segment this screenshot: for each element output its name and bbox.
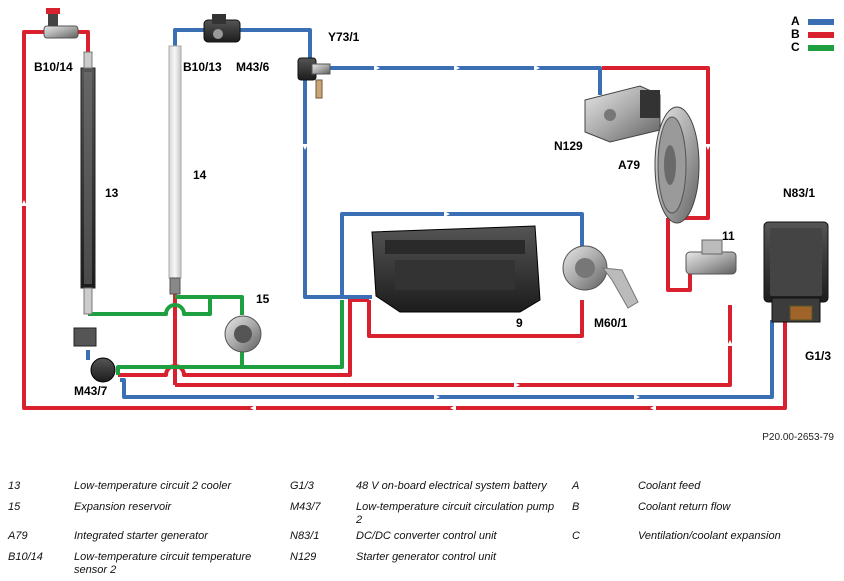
legend-swatch-c [808, 45, 834, 51]
label-n83-1: N83/1 [783, 186, 816, 200]
key-code: 15 [8, 501, 21, 513]
key-description: Low-temperature circuit circulation pump… [356, 501, 555, 526]
generator-a79 [654, 106, 700, 224]
key-description: Low-temperature circuit 2 cooler [74, 480, 232, 492]
label-m43-7: M43/7 [74, 384, 108, 398]
legend-swatch-a [808, 19, 834, 25]
label-14: 14 [193, 168, 207, 182]
label-b10-14: B10/14 [34, 60, 73, 74]
key-code: A79 [8, 530, 28, 542]
key-description: 48 V on-board electrical system battery [356, 480, 547, 492]
valve-y73-1 [297, 57, 331, 99]
key-code: N129 [290, 551, 317, 563]
key-code: A [572, 480, 580, 492]
label-13: 13 [105, 186, 119, 200]
label-11: 11 [722, 229, 735, 243]
label-g1-3: G1/3 [805, 349, 832, 363]
reservoir-15 [224, 315, 262, 353]
unit-n129 [584, 85, 661, 143]
key-description: Coolant return flow [638, 501, 731, 513]
key-code: M43/7 [290, 501, 321, 513]
label-m43-6: M43/6 [236, 60, 270, 74]
converter-n83-1 [763, 221, 829, 323]
cooler-13 [80, 51, 96, 315]
legend-key-b: B [791, 27, 800, 41]
label-15: 15 [256, 292, 270, 306]
expansion-lines [88, 295, 344, 375]
key-description: Starter generator control unit [356, 551, 497, 563]
manifold-9 [371, 225, 541, 313]
coolant-circuit-diagram [21, 8, 829, 411]
legend-key-c: C [791, 40, 800, 54]
key-description: DC/DC converter control unit [356, 530, 497, 542]
label-a79: A79 [618, 158, 641, 172]
key-code: B10/14 [8, 551, 43, 563]
key-description: Ventilation/coolant expansion [638, 530, 781, 542]
turbo-m60-1 [562, 245, 639, 309]
tube-14 [168, 45, 182, 295]
label-y73-1: Y73/1 [328, 30, 360, 44]
key-description: Low-temperature circuit temperature sens… [74, 551, 252, 576]
key-code: G1/3 [290, 480, 314, 492]
key-description: Expansion reservoir [74, 501, 172, 513]
feed-lines [86, 28, 774, 399]
component-11 [685, 239, 737, 275]
key-description: Integrated starter generator [74, 530, 208, 542]
pump-m43-7 [73, 327, 116, 383]
key-code: C [572, 530, 580, 542]
key-code: B [572, 501, 580, 513]
valve-m43-6 [203, 14, 241, 43]
label-9: 9 [516, 316, 523, 330]
flow-arrows [21, 65, 733, 411]
label-n129: N129 [554, 139, 583, 153]
legend-key-a: A [791, 14, 800, 28]
label-b10-13: B10/13 [183, 60, 222, 74]
reference-number: P20.00-2653-79 [762, 432, 834, 443]
key-code: N83/1 [290, 530, 320, 542]
label-m60-1: M60/1 [594, 316, 628, 330]
key-description: Coolant feed [638, 480, 701, 492]
legend-swatch-b [808, 32, 834, 38]
sensor-b10-14 [43, 8, 79, 39]
key-code: 13 [8, 480, 21, 492]
